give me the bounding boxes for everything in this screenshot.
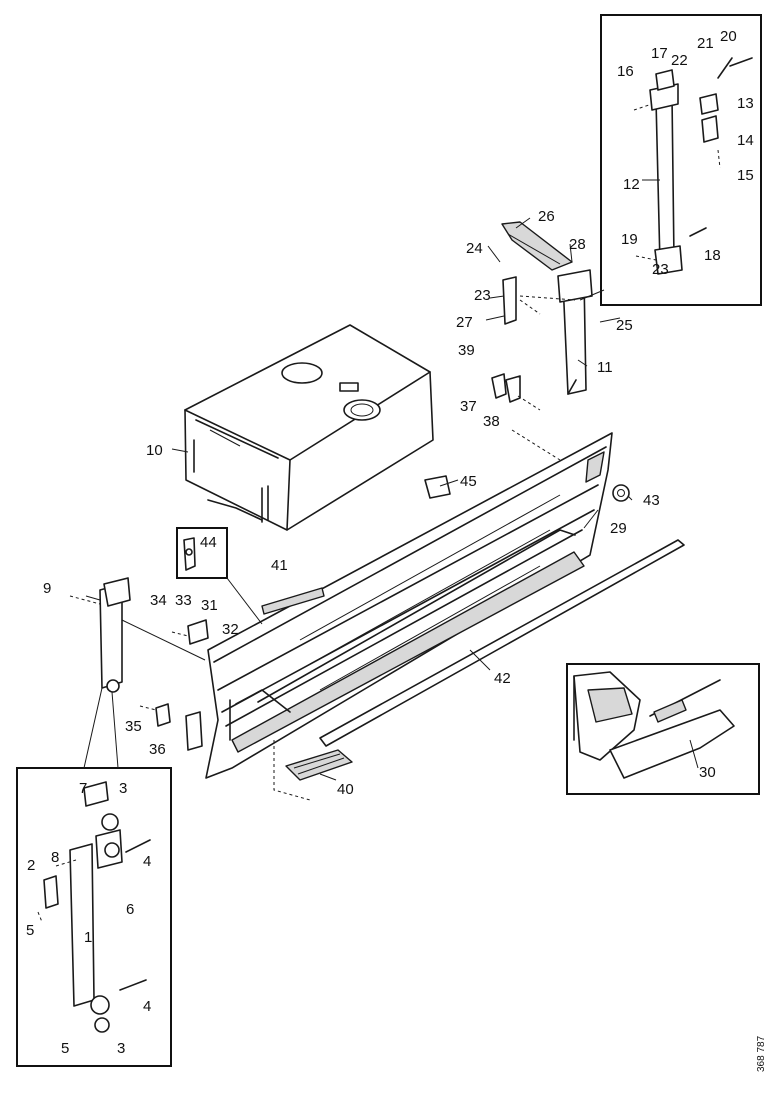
callout-9: 9	[43, 580, 51, 597]
inset-step-parts	[573, 671, 735, 779]
callout-26: 26	[538, 208, 555, 225]
callout-40: 40	[337, 781, 354, 798]
inset-support-detail	[16, 767, 172, 1067]
bracket-23	[502, 276, 517, 325]
inset-bracket-detail	[600, 14, 762, 306]
callout-43: 43	[643, 492, 660, 509]
side-panel	[205, 432, 613, 779]
pad-45	[424, 475, 451, 499]
callout-3a: 3	[119, 780, 127, 797]
clip-37	[491, 373, 561, 461]
callout-20: 20	[720, 28, 737, 45]
callout-6: 6	[126, 901, 134, 918]
trim-strip	[319, 539, 685, 747]
grommet-43	[612, 484, 630, 502]
callout-13: 13	[737, 95, 754, 112]
callout-11: 11	[597, 359, 613, 376]
callout-24: 24	[466, 240, 483, 257]
plate-26	[501, 221, 573, 271]
callout-39: 39	[458, 342, 475, 359]
callout-21: 21	[697, 35, 714, 52]
callout-15: 15	[737, 167, 754, 184]
callout-17: 17	[651, 45, 668, 62]
callout-31: 31	[201, 597, 218, 614]
callout-5a: 5	[26, 922, 34, 939]
drawing-number: 368 787	[756, 1035, 767, 1072]
callout-4a: 4	[143, 853, 151, 870]
callout-4b: 4	[143, 998, 151, 1015]
inset-bracket-parts	[579, 57, 753, 301]
callout-10: 10	[146, 442, 163, 459]
callout-28: 28	[569, 236, 586, 253]
bracket-11	[557, 269, 593, 395]
fuel-tank	[184, 324, 434, 531]
callout-12: 12	[623, 176, 640, 193]
bar-41	[261, 587, 325, 615]
callout-5b: 5	[61, 1040, 69, 1057]
callout-25: 25	[616, 317, 633, 334]
inset-support-parts	[37, 687, 151, 1033]
callout-2: 2	[27, 857, 35, 874]
step-40	[273, 740, 353, 801]
callout-27: 27	[456, 314, 473, 331]
bracket-31	[171, 619, 209, 645]
callout-8: 8	[51, 849, 59, 866]
callout-37: 37	[460, 398, 477, 415]
callout-30: 30	[699, 764, 716, 781]
callout-36: 36	[149, 741, 166, 758]
callout-29: 29	[610, 520, 627, 537]
callout-32: 32	[222, 621, 239, 638]
guide-23b	[519, 299, 541, 315]
callout-14: 14	[737, 132, 754, 149]
bracket-35	[139, 703, 203, 751]
leader-lines	[85, 179, 699, 781]
callout-1: 1	[84, 929, 92, 946]
callout-18: 18	[704, 247, 721, 264]
callout-23a: 23	[652, 261, 669, 278]
inset-step-detail	[566, 663, 760, 795]
callout-labels: 1 2 3 3 4 4 5 5 6 7 8 9 10 11 12 13 14 1…	[26, 28, 754, 1057]
callout-3b: 3	[117, 1040, 125, 1057]
callout-45: 45	[460, 473, 477, 490]
callout-44: 44	[200, 534, 217, 551]
clip-44	[183, 537, 263, 625]
callout-23b: 23	[474, 287, 491, 304]
callout-16: 16	[617, 63, 634, 80]
callout-33: 33	[175, 592, 192, 609]
callout-19: 19	[621, 231, 638, 248]
callout-35: 35	[125, 718, 142, 735]
callout-22: 22	[671, 52, 688, 69]
callout-42: 42	[494, 670, 511, 687]
callout-7: 7	[79, 780, 87, 797]
callout-41: 41	[271, 557, 288, 574]
callout-34: 34	[150, 592, 167, 609]
bracket-9	[69, 577, 206, 693]
callout-38: 38	[483, 413, 500, 430]
inset-clip-detail	[176, 527, 228, 579]
